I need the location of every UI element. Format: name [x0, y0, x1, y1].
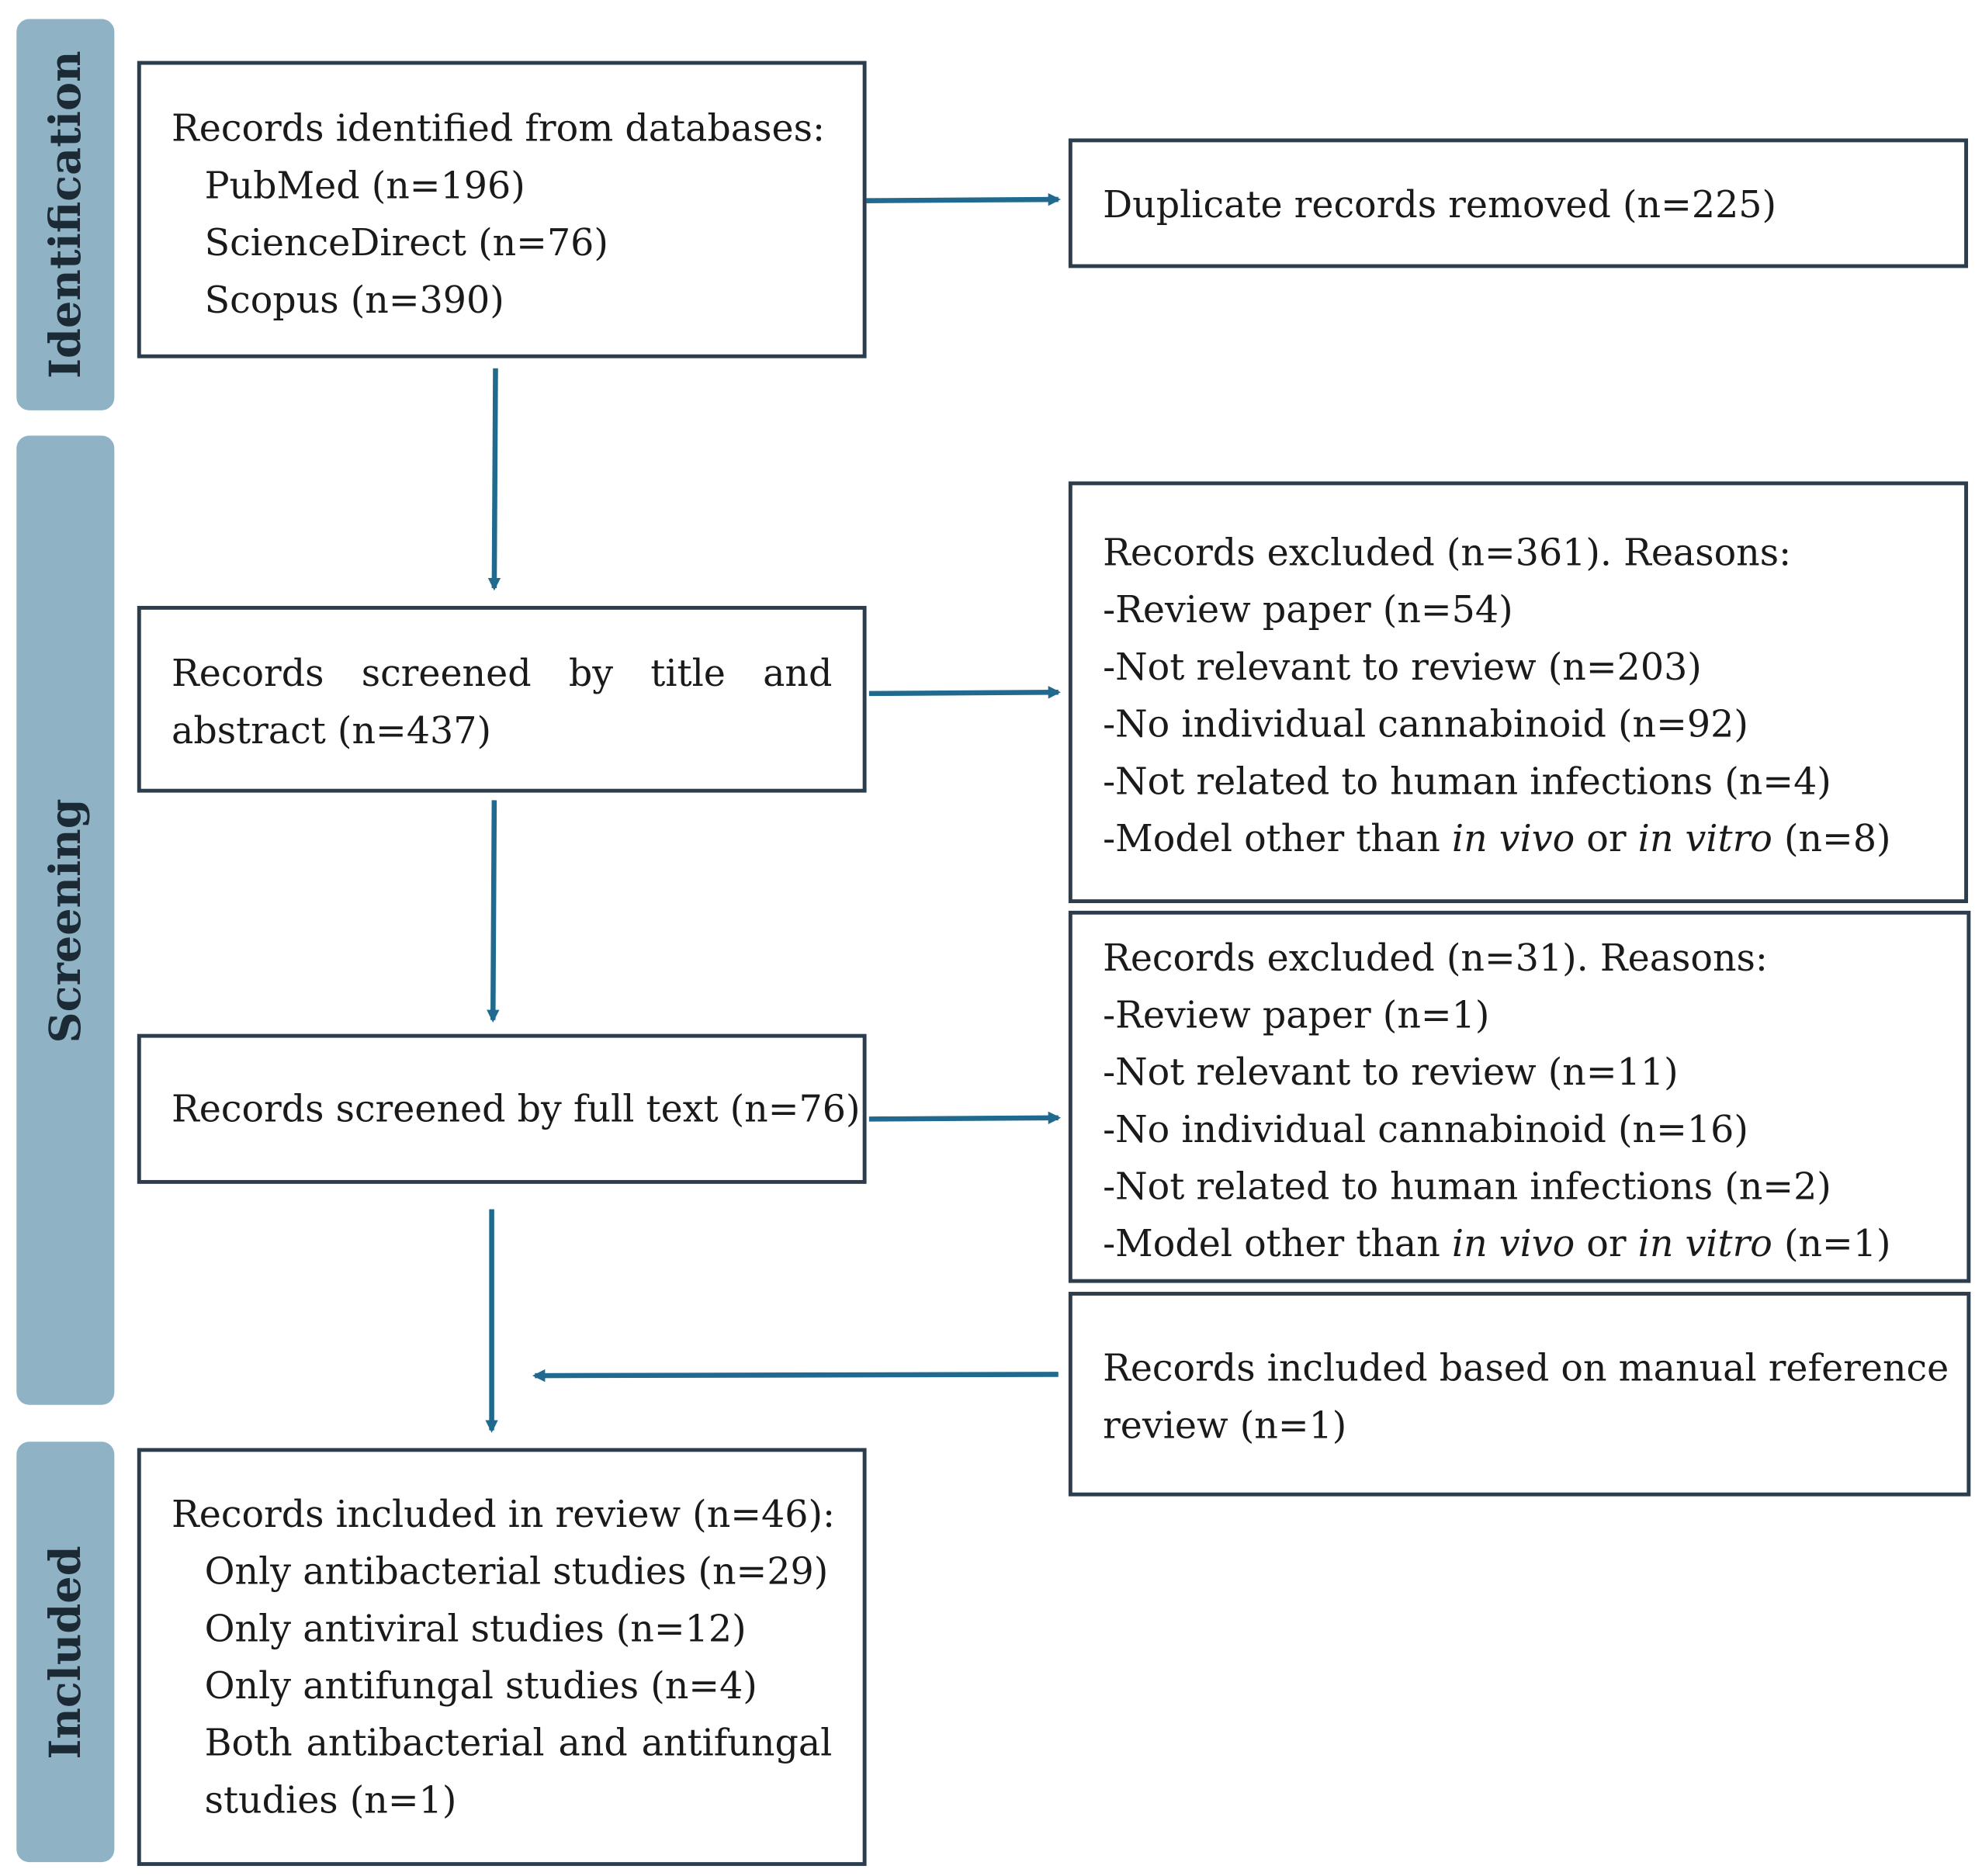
model-term-in-vitro: in vitro	[1637, 816, 1772, 860]
screened-full-text: Records screened by full text (n=76)	[172, 1087, 861, 1131]
excluded-full-text-box: Records excluded (n=31). Reasons: -Revie…	[1068, 910, 1971, 1283]
included-both-line2: studies (n=1)	[204, 1778, 457, 1822]
included-title: Records included in review (n=46):	[172, 1492, 835, 1536]
phase-band-included: Included	[16, 1442, 115, 1863]
model-prefix: -Model other than	[1103, 816, 1452, 860]
arrow-to-excluded-title	[868, 686, 1062, 699]
model-count: (n=8)	[1772, 816, 1891, 860]
included-box: Records included in review (n=46): Only …	[137, 1448, 867, 1867]
model-or: or	[1575, 816, 1638, 860]
word: and	[763, 651, 833, 695]
excluded-title-heading: Records excluded (n=361). Reasons:	[1103, 531, 1792, 575]
arrow-to-screening	[487, 368, 501, 591]
identified-box: Records identified from databases: PubMe…	[137, 61, 867, 358]
duplicates-text: Duplicate records removed (n=225)	[1103, 182, 1777, 227]
exclusion-reason: -Not related to human infections (n=4)	[1103, 760, 1831, 803]
arrow-from-manual	[532, 1369, 1059, 1383]
included-item: Only antibacterial studies (n=29)	[204, 1549, 829, 1594]
screened-title-line1: Records screened by title and	[172, 646, 832, 703]
screened-title-abstract-box: Records screened by title and abstract (…	[137, 605, 867, 793]
phase-band-identification: Identification	[16, 19, 115, 410]
excluded-title-abstract-box: Records excluded (n=361). Reasons: -Revi…	[1068, 481, 1969, 904]
model-term-in-vitro: in vitro	[1637, 1221, 1772, 1265]
exclusion-reason: -No individual cannabinoid (n=16)	[1103, 1107, 1748, 1151]
exclusion-reason: -No individual cannabinoid (n=92)	[1103, 702, 1748, 746]
model-or: or	[1575, 1221, 1638, 1265]
word: Records	[172, 651, 324, 695]
exclusion-reason: -Review paper (n=54)	[1103, 588, 1513, 632]
arrow-to-full-text	[487, 800, 500, 1023]
manual-line1: Records included based on manual referen…	[1103, 1346, 1949, 1390]
exclusion-reason: -Not relevant to review (n=11)	[1103, 1050, 1679, 1094]
source-scopus: Scopus (n=390)	[204, 278, 504, 322]
model-term-in-vivo: in vivo	[1451, 1221, 1575, 1265]
word: screened	[361, 651, 532, 695]
manual-line2: review (n=1)	[1103, 1404, 1347, 1447]
included-item: Only antiviral studies (n=12)	[204, 1607, 747, 1650]
identified-title: Records identified from databases:	[172, 106, 825, 151]
arrow-to-duplicates	[866, 192, 1062, 206]
included-both-text: Both antibacterial and antifungal	[204, 1721, 833, 1765]
included-item: Only antifungal studies (n=4)	[204, 1663, 757, 1708]
source-pubmed: PubMed (n=196)	[204, 164, 525, 207]
arrow-to-excluded-full	[868, 1111, 1062, 1125]
source-sciencedirect: ScienceDirect (n=76)	[204, 220, 608, 265]
excluded-full-heading: Records excluded (n=31). Reasons:	[1103, 936, 1768, 980]
exclusion-reason: -Review paper (n=1)	[1103, 993, 1490, 1037]
phase-band-screening: Screening	[16, 435, 115, 1405]
duplicates-box: Duplicate records removed (n=225)	[1068, 138, 1969, 268]
word: by	[568, 651, 614, 695]
manual-reference-box: Records included based on manual referen…	[1068, 1292, 1971, 1497]
exclusion-reason: -Not relevant to review (n=203)	[1103, 645, 1702, 689]
exclusion-reason-model: -Model other than in vivo or in vitro (n…	[1103, 1216, 1936, 1273]
screened-title-line2: abstract (n=437)	[172, 708, 491, 753]
model-term-in-vivo: in vivo	[1451, 816, 1575, 860]
exclusion-reason: -Not related to human infections (n=2)	[1103, 1165, 1831, 1208]
model-prefix: -Model other than	[1103, 1221, 1452, 1265]
included-both-line1: Both antibacterial and antifungal	[172, 1715, 833, 1772]
word: title	[650, 651, 726, 695]
screened-full-text-box: Records screened by full text (n=76)	[137, 1033, 867, 1184]
model-count: (n=1)	[1772, 1221, 1891, 1265]
exclusion-reason-model: -Model other than in vivo or in vitro (n…	[1103, 811, 1934, 868]
